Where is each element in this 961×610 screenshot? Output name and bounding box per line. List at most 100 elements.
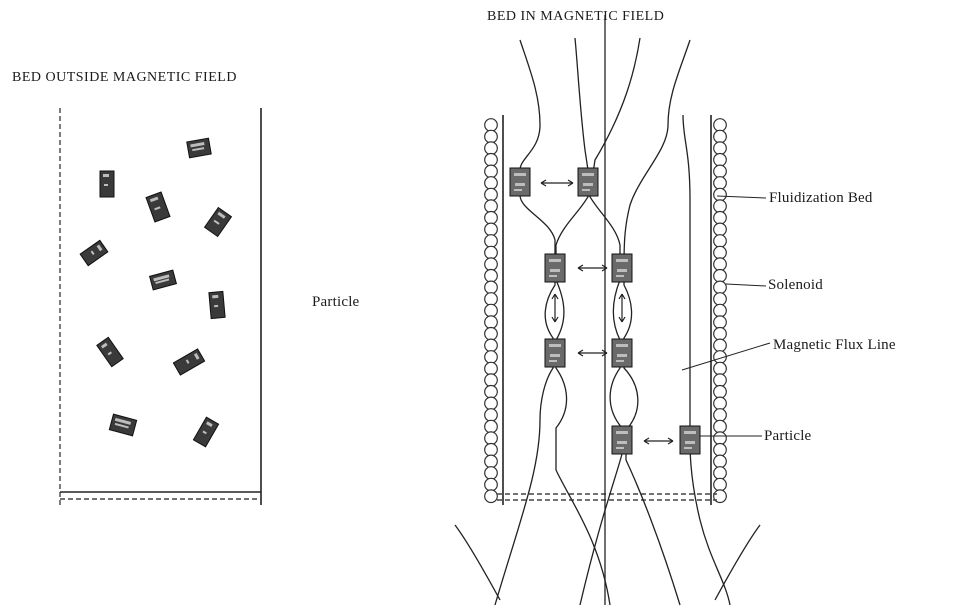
- particle: [208, 290, 226, 320]
- solenoid-coil-loop: [713, 477, 727, 492]
- arrow-vertical-left: [551, 293, 559, 323]
- particle: [79, 239, 109, 267]
- solenoid-coil-loop: [484, 454, 498, 469]
- solenoid-coil-loop: [484, 373, 498, 388]
- particle: [679, 425, 701, 455]
- arrow-row-1: [540, 179, 574, 187]
- solenoid-coil-loop: [484, 141, 498, 156]
- particle: [96, 336, 124, 368]
- magnetic-flux-lines: [454, 15, 761, 606]
- leader-magnetic-flux-line: [681, 342, 771, 371]
- solenoid-coil-loop: [713, 361, 727, 376]
- interaction-arrows: [540, 179, 674, 445]
- flux-line-outer-right: [714, 524, 761, 601]
- arrow-row-2: [577, 264, 608, 272]
- solenoid-coil-loop: [484, 419, 498, 434]
- solenoid-coil-loop: [713, 222, 727, 237]
- solenoid-coil-loop: [484, 315, 498, 330]
- solenoid-coil-loop: [484, 257, 498, 272]
- solenoid-coil-loop: [713, 210, 727, 225]
- fluidization-bed-label: Fluidization Bed: [769, 190, 873, 206]
- arrow-row-4: [643, 437, 674, 445]
- flux-line-2: [574, 37, 623, 606]
- particle: [203, 206, 233, 238]
- solenoid-coil-loop: [713, 199, 727, 214]
- flux-line-1: [494, 39, 556, 606]
- solenoid-coil-loop: [484, 152, 498, 167]
- solenoid-coil-loop: [484, 292, 498, 306]
- particle: [509, 167, 531, 197]
- solenoid-coil-loop: [484, 234, 498, 248]
- left-particle-label: Particle: [312, 294, 360, 310]
- solenoid-coil-loop: [484, 164, 498, 179]
- particle: [611, 425, 633, 455]
- particle: [192, 416, 220, 448]
- solenoid-coil-loop: [484, 361, 498, 376]
- solenoid-coil-loop: [713, 419, 727, 434]
- solenoid-coils-right: [713, 118, 727, 504]
- solenoid-coil-loop: [713, 442, 727, 457]
- solenoid-coil-loop: [713, 338, 727, 353]
- flux-line-5: [623, 39, 691, 606]
- solenoid-coil-loop: [484, 187, 498, 202]
- solenoid-coil-loop: [484, 280, 498, 295]
- solenoid-coil-loop: [713, 118, 727, 132]
- right-panel-title: BED IN MAGNETIC FIELD: [487, 9, 665, 24]
- solenoid-coils-left: [484, 118, 498, 504]
- particle: [186, 137, 212, 159]
- solenoid-coil-loop: [484, 408, 498, 422]
- solenoid-coil-loop: [713, 280, 727, 295]
- solenoid-coil-loop: [484, 245, 498, 260]
- particle: [99, 170, 115, 198]
- particle: [577, 167, 599, 197]
- solenoid-coil-loop: [484, 396, 498, 411]
- solenoid-coil-loop: [713, 245, 727, 260]
- particle: [172, 348, 206, 376]
- solenoid-label: Solenoid: [768, 277, 823, 293]
- solenoid-coil-loop: [484, 466, 498, 480]
- solenoid-coil-loop: [713, 408, 727, 422]
- particle: [544, 253, 566, 283]
- leader-fluidization-bed: [716, 195, 767, 199]
- arrow-row-3: [577, 349, 608, 357]
- solenoid-coil-loop: [713, 176, 727, 190]
- solenoid-coil-loop: [713, 152, 727, 167]
- solenoid-coil-loop: [484, 118, 498, 132]
- solenoid-coil-loop: [484, 210, 498, 225]
- solenoid-coil-loop: [484, 477, 498, 492]
- solenoid-coil-loop: [484, 268, 498, 283]
- right-bed: [454, 15, 771, 606]
- solenoid-coil-loop: [713, 396, 727, 411]
- solenoid-coil-loop: [484, 350, 498, 364]
- solenoid-coil-loop: [484, 384, 498, 399]
- solenoid-coil-loop: [713, 431, 727, 446]
- solenoid-coil-loop: [484, 176, 498, 190]
- left-bed: [59, 108, 262, 505]
- arrow-vertical-right: [618, 293, 626, 323]
- right-particle-label: Particle: [764, 428, 812, 444]
- solenoid-coil-loop: [713, 454, 727, 469]
- solenoid-coil-loop: [484, 129, 498, 144]
- solenoid-coil-loop: [713, 257, 727, 272]
- flux-line-outer-left: [454, 524, 501, 601]
- solenoid-coil-loop: [713, 326, 727, 341]
- particle: [544, 338, 566, 368]
- solenoid-coil-loop: [713, 292, 727, 306]
- label-leaders: [681, 195, 771, 437]
- solenoid-coil-loop: [484, 442, 498, 457]
- solenoid-coil-loop: [484, 326, 498, 341]
- solenoid-coil-loop: [713, 164, 727, 179]
- left-panel-title: BED OUTSIDE MAGNETIC FIELD: [12, 70, 237, 85]
- chained-particles: [509, 167, 701, 455]
- particle: [611, 338, 633, 368]
- solenoid-coil-loop: [713, 141, 727, 156]
- solenoid-coil-loop: [484, 338, 498, 353]
- particle: [611, 253, 633, 283]
- solenoid-coil-loop: [484, 489, 498, 504]
- flux-line-4: [555, 37, 641, 606]
- solenoid-coil-loop: [484, 222, 498, 237]
- particle: [145, 191, 171, 223]
- magnetic-flux-line-label: Magnetic Flux Line: [773, 337, 896, 353]
- solenoid-coil-loop: [713, 384, 727, 399]
- solenoid-coil-loop: [713, 268, 727, 283]
